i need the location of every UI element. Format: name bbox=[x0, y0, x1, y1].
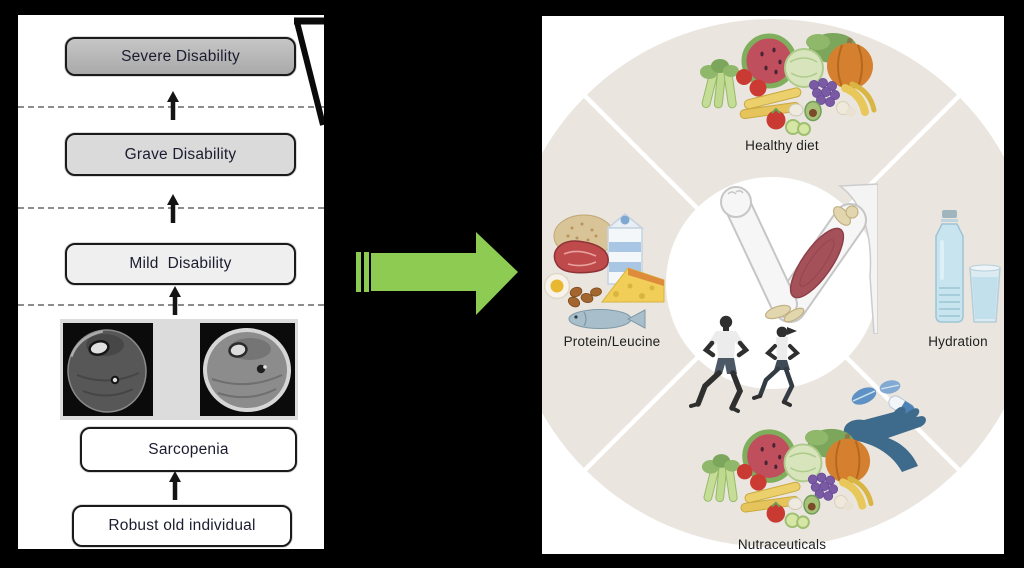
stage-box-severe-disability: Severe Disability bbox=[65, 37, 296, 76]
water-bottle-glass-icon bbox=[935, 210, 1001, 323]
stage-label: Sarcopenia bbox=[148, 440, 229, 458]
severity-wedge-icon bbox=[294, 17, 324, 126]
stage-label: Mild Disability bbox=[129, 255, 232, 272]
two-runners-icon bbox=[689, 315, 801, 413]
stage-box-sarcopenia: Sarcopenia bbox=[80, 427, 297, 472]
up-arrow-icon bbox=[169, 286, 181, 315]
female-runner bbox=[752, 326, 801, 407]
stage-label: Grave Disability bbox=[124, 145, 237, 163]
green-right-arrow-icon bbox=[356, 232, 518, 315]
sector-label-hydration: Hydration bbox=[928, 334, 988, 349]
sector-label-healthy-diet: Healthy diet bbox=[745, 138, 819, 153]
fruits-vegetables-pile-icon bbox=[694, 424, 879, 529]
stage-box-grave-disability: Grave Disability bbox=[65, 133, 296, 176]
interventions-wheel-panel: Healthy diet bbox=[542, 16, 1004, 554]
flexed-arm-biceps-icon bbox=[720, 183, 878, 334]
disability-cascade-panel: Severe Disability Grave Disability Mild … bbox=[18, 15, 324, 549]
sector-label-protein-leucine: Protein/Leucine bbox=[563, 334, 661, 349]
male-runner bbox=[689, 315, 750, 413]
protein-foods-icon bbox=[544, 213, 665, 329]
up-arrow-icon bbox=[167, 194, 179, 223]
sector-label-nutraceuticals: Nutraceuticals bbox=[737, 537, 827, 552]
mri-image-strip bbox=[60, 319, 298, 420]
leg-muscle-mri-scan-left bbox=[63, 323, 153, 416]
up-arrow-icon bbox=[169, 471, 181, 500]
fruits-vegetables-pile-icon bbox=[692, 28, 882, 136]
leg-muscle-mri-scan-right bbox=[200, 323, 295, 416]
stage-box-mild-disability: Mild Disability bbox=[65, 243, 296, 285]
stage-box-robust-old-individual: Robust old individual bbox=[72, 505, 292, 547]
hand-with-pills-icon bbox=[843, 380, 926, 472]
up-arrow-icon bbox=[167, 91, 179, 120]
divider-dashed-line bbox=[18, 304, 324, 306]
stage-label: Robust old individual bbox=[108, 517, 256, 534]
stage-label: Severe Disability bbox=[121, 47, 240, 65]
